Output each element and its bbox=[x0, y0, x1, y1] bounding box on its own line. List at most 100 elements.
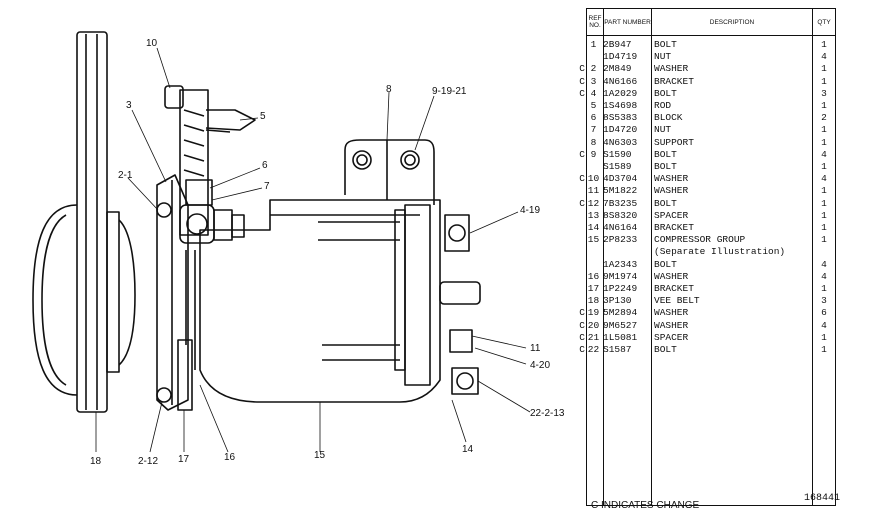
change-flag: C bbox=[579, 87, 585, 99]
callout-3: 3 bbox=[126, 100, 132, 111]
qty-header: QTY bbox=[813, 9, 835, 36]
part-number: 1S4698 bbox=[603, 100, 638, 111]
part-number: 9M6527 bbox=[603, 319, 638, 331]
description: BRACKET bbox=[654, 75, 694, 87]
description: SUPPORT bbox=[654, 136, 694, 148]
quantity: 1 bbox=[821, 283, 827, 294]
description: BOLT bbox=[654, 161, 677, 172]
change-flag: C bbox=[579, 307, 585, 319]
part-number: S1587 bbox=[603, 344, 632, 355]
quantity: 4 bbox=[821, 258, 827, 270]
ref-number: 17 bbox=[587, 283, 600, 294]
description: NUT bbox=[654, 124, 672, 136]
illustration-number: 168441 bbox=[804, 493, 841, 504]
part-number: S1590 bbox=[603, 148, 632, 160]
callout-9-19-21: 9-19-21 bbox=[432, 86, 467, 97]
quantity: 1 bbox=[821, 331, 827, 343]
quantity: 3 bbox=[821, 87, 827, 99]
description: NUT bbox=[654, 51, 672, 63]
ref-number: 3 bbox=[590, 75, 597, 87]
quantity: 4 bbox=[821, 51, 827, 63]
part-number: 4N6164 bbox=[603, 222, 638, 233]
part-number: 5M2894 bbox=[603, 307, 638, 319]
table-row: 1A2343 BOLT 4 bbox=[587, 259, 835, 271]
quantity: 1 bbox=[821, 124, 827, 136]
callout-10: 10 bbox=[146, 38, 158, 49]
ref-number: 12 bbox=[587, 197, 600, 209]
quantity: 1 bbox=[821, 209, 827, 221]
description: WASHER bbox=[654, 63, 689, 75]
exploded-assembly-drawing: 10 9-19-21 3 8 5 6 2-1 7 4-19 11 4-20 22… bbox=[32, 31, 565, 467]
ref-number: 11 bbox=[587, 185, 600, 197]
support-bracket bbox=[344, 139, 435, 205]
part-number: 8S8320 bbox=[603, 209, 638, 221]
part-number: 1P2249 bbox=[603, 283, 638, 294]
quantity: 1 bbox=[821, 63, 827, 75]
column-divider bbox=[603, 9, 604, 505]
callout-17: 17 bbox=[178, 454, 190, 465]
part-number: 7B3235 bbox=[603, 197, 638, 209]
rear-bolts bbox=[439, 214, 481, 395]
description: BOLT bbox=[654, 197, 677, 209]
ref-number: 15 bbox=[587, 234, 600, 246]
description: WASHER bbox=[654, 185, 689, 197]
quantity: 4 bbox=[821, 148, 827, 160]
part-number: 5M1822 bbox=[603, 185, 638, 197]
ref-number: 1 bbox=[590, 39, 597, 50]
quantity: 4 bbox=[821, 270, 827, 282]
callout-6: 6 bbox=[262, 160, 268, 171]
callout-22-2-13: 22-2-13 bbox=[530, 408, 565, 419]
quantity: 1 bbox=[821, 197, 827, 209]
change-flag: C bbox=[579, 63, 585, 75]
callout-4-19: 4-19 bbox=[520, 205, 540, 216]
description: BLOCK bbox=[654, 112, 683, 124]
change-flag: C bbox=[579, 148, 585, 160]
quantity: 1 bbox=[821, 161, 827, 172]
quantity: 1 bbox=[821, 344, 827, 355]
quantity: 3 bbox=[821, 295, 827, 307]
table-row: S1589 BOLT 1 bbox=[587, 161, 835, 173]
description: BOLT bbox=[654, 87, 677, 99]
part-number: 2B947 bbox=[603, 39, 632, 50]
part-number: 1A2029 bbox=[603, 87, 638, 99]
vee-belt-pulley bbox=[32, 31, 136, 413]
description: BOLT bbox=[654, 148, 677, 160]
callout-18: 18 bbox=[90, 456, 102, 467]
ref-number: 14 bbox=[587, 222, 600, 233]
part-number: 9M1974 bbox=[603, 270, 638, 282]
column-divider bbox=[812, 9, 813, 505]
change-legend: C INDICATES CHANGE bbox=[591, 500, 700, 511]
compressor-body bbox=[199, 199, 441, 403]
description-header: DESCRIPTION bbox=[652, 9, 812, 36]
ref-number: 20 bbox=[587, 319, 600, 331]
description: SPACER bbox=[654, 209, 689, 221]
callout-8: 8 bbox=[386, 84, 392, 95]
front-bracket bbox=[156, 174, 196, 411]
ref-number: 19 bbox=[587, 307, 600, 319]
ref-number: 4 bbox=[590, 87, 597, 99]
description: BOLT bbox=[654, 258, 677, 270]
ref-number: 8 bbox=[590, 136, 597, 148]
part-number: 1A2343 bbox=[603, 258, 638, 270]
part-number: 4N6303 bbox=[603, 136, 638, 148]
ref-number: 10 bbox=[587, 173, 600, 185]
description: (Separate Illustration) bbox=[654, 246, 786, 258]
column-divider bbox=[651, 9, 652, 505]
ref-number: 16 bbox=[587, 270, 600, 282]
description: BRACKET bbox=[654, 283, 694, 294]
description: SPACER bbox=[654, 331, 689, 343]
quantity: 1 bbox=[821, 75, 827, 87]
part-number: S1589 bbox=[603, 161, 632, 172]
ref-number: 9 bbox=[590, 148, 597, 160]
